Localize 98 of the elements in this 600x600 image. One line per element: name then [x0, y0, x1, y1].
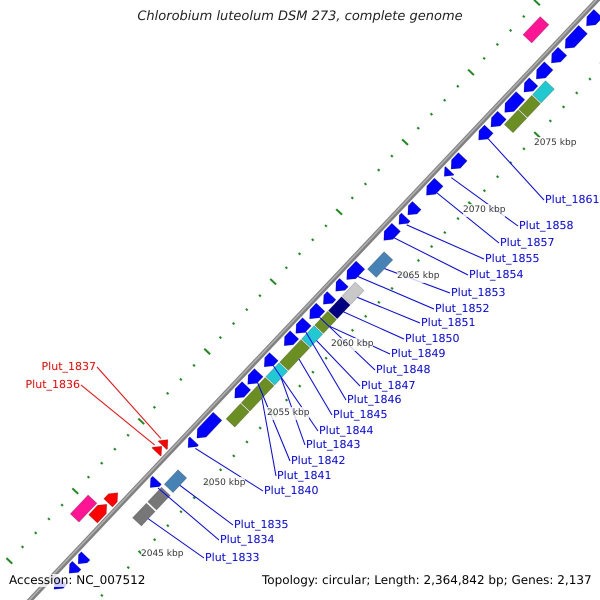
- leader-line: [148, 518, 204, 558]
- gene-block: [279, 339, 310, 371]
- scale-label: 2065 kbp: [397, 270, 440, 283]
- gene-block: [518, 94, 541, 118]
- gene-label: Plut_1858: [519, 219, 574, 232]
- gene-label: Plut_1840: [264, 484, 318, 497]
- leader-line: [298, 358, 332, 416]
- gene-label: Plut_1834: [220, 533, 274, 546]
- gene-shape: [536, 61, 554, 80]
- leader-line: [394, 237, 468, 276]
- scale-label: 2045 kbp: [141, 548, 184, 561]
- gene-shape: [478, 124, 494, 140]
- gene-block: [504, 109, 528, 134]
- gene-block: [226, 403, 250, 428]
- leader-line: [316, 340, 360, 386]
- gene-shape: [247, 368, 264, 385]
- leader-line: [261, 398, 276, 476]
- leader-line: [179, 484, 234, 526]
- scale-label: 2055 kbp: [267, 407, 310, 420]
- gene-block: [132, 502, 156, 526]
- gene-shape: [551, 46, 568, 64]
- gene-shape: [68, 560, 82, 574]
- gene-label: Plut_1844: [319, 424, 374, 437]
- gene-block: [328, 296, 351, 320]
- gene-shape: [88, 504, 108, 524]
- gene-shape: [426, 178, 444, 196]
- gene-block: [301, 325, 324, 348]
- gene-shape: [398, 212, 411, 225]
- gene-label: Plut_1849: [391, 347, 446, 360]
- gene-label: Plut_1857: [500, 236, 554, 249]
- gene-label: Plut_1835: [234, 518, 288, 531]
- gene-block: [314, 310, 337, 334]
- gene-shape: [335, 278, 349, 292]
- gene-block: [522, 16, 550, 44]
- scale-label: 2050 kbp: [203, 477, 246, 490]
- leader-line: [194, 448, 264, 492]
- gene-label: Plut_1846: [347, 393, 402, 406]
- leader-line: [343, 311, 404, 340]
- gene-label: Plut_1854: [469, 268, 524, 281]
- gene-shape: [346, 260, 366, 280]
- gene-label: Plut_1848: [376, 363, 430, 376]
- gene-shape: [309, 302, 326, 320]
- gene-shape: [490, 110, 507, 128]
- gene-label: Plut_1845: [333, 408, 388, 421]
- gene-block: [342, 282, 364, 305]
- gene-shape: [196, 412, 222, 438]
- gene-shape: [295, 317, 312, 334]
- leader-line: [305, 331, 346, 400]
- gene-block: [367, 251, 394, 278]
- gene-label: Plut_1843: [306, 438, 360, 451]
- gene-label: Plut_1847: [361, 379, 416, 392]
- gene-shape: [450, 152, 468, 170]
- scale-label: 2070 kbp: [463, 204, 506, 217]
- gene-shape: [564, 24, 588, 49]
- topology-text: Topology: circular; Length: 2,364,842 bp; Genes: 2,137: [262, 574, 592, 587]
- gene-shape: [524, 77, 538, 92]
- leader-line: [356, 296, 420, 324]
- leader-line: [406, 224, 484, 260]
- gene-label: Plut_1851: [421, 316, 476, 329]
- gene-label: Plut_1853: [451, 286, 506, 299]
- gene-shape: [444, 166, 455, 177]
- gene-label: Plut_1833: [205, 551, 260, 564]
- gene-label: Plut_1836: [26, 378, 80, 391]
- gene-label: Plut_1842: [291, 454, 346, 467]
- gene-shape: [407, 200, 422, 216]
- gene-block: [70, 494, 98, 523]
- gene-shape: [103, 492, 118, 508]
- scale-label: 2075 kbp: [534, 137, 576, 150]
- gene-shape: [586, 8, 600, 26]
- leader-line: [436, 192, 500, 244]
- gene-shape: [504, 91, 526, 113]
- gene-label: Plut_1841: [277, 469, 332, 482]
- gene-block: [164, 469, 188, 494]
- gene-label: Plut_1837: [42, 360, 96, 373]
- gene-shape: [264, 352, 279, 368]
- scale-label: 2060 kbp: [331, 338, 374, 351]
- leader-line: [357, 276, 434, 310]
- leader-line: [96, 366, 162, 439]
- gene-shape: [234, 381, 252, 398]
- gene-block: [532, 80, 555, 104]
- leader-line: [488, 138, 544, 200]
- gene-label: Plut_1855: [485, 252, 540, 265]
- accession-text: Accession: NC_007512: [9, 574, 146, 587]
- leader-line: [80, 384, 156, 446]
- gene-shape: [151, 446, 162, 457]
- gene-label: Plut_1850: [405, 332, 460, 345]
- gene-label: Plut_1852: [435, 302, 490, 315]
- gene-shape: [158, 439, 168, 450]
- title: Chlorobium luteolum DSM 273, complete genome: [136, 10, 464, 23]
- gene-block: [147, 486, 171, 510]
- gene-shape: [188, 436, 199, 448]
- gene-block: [265, 362, 288, 386]
- gene-shape: [284, 330, 300, 346]
- gene-shape: [78, 551, 90, 564]
- gene-shape: [322, 291, 336, 305]
- gene-shape: [383, 222, 401, 241]
- leader-line: [157, 488, 220, 540]
- gene-label: Plut_1861: [545, 193, 600, 206]
